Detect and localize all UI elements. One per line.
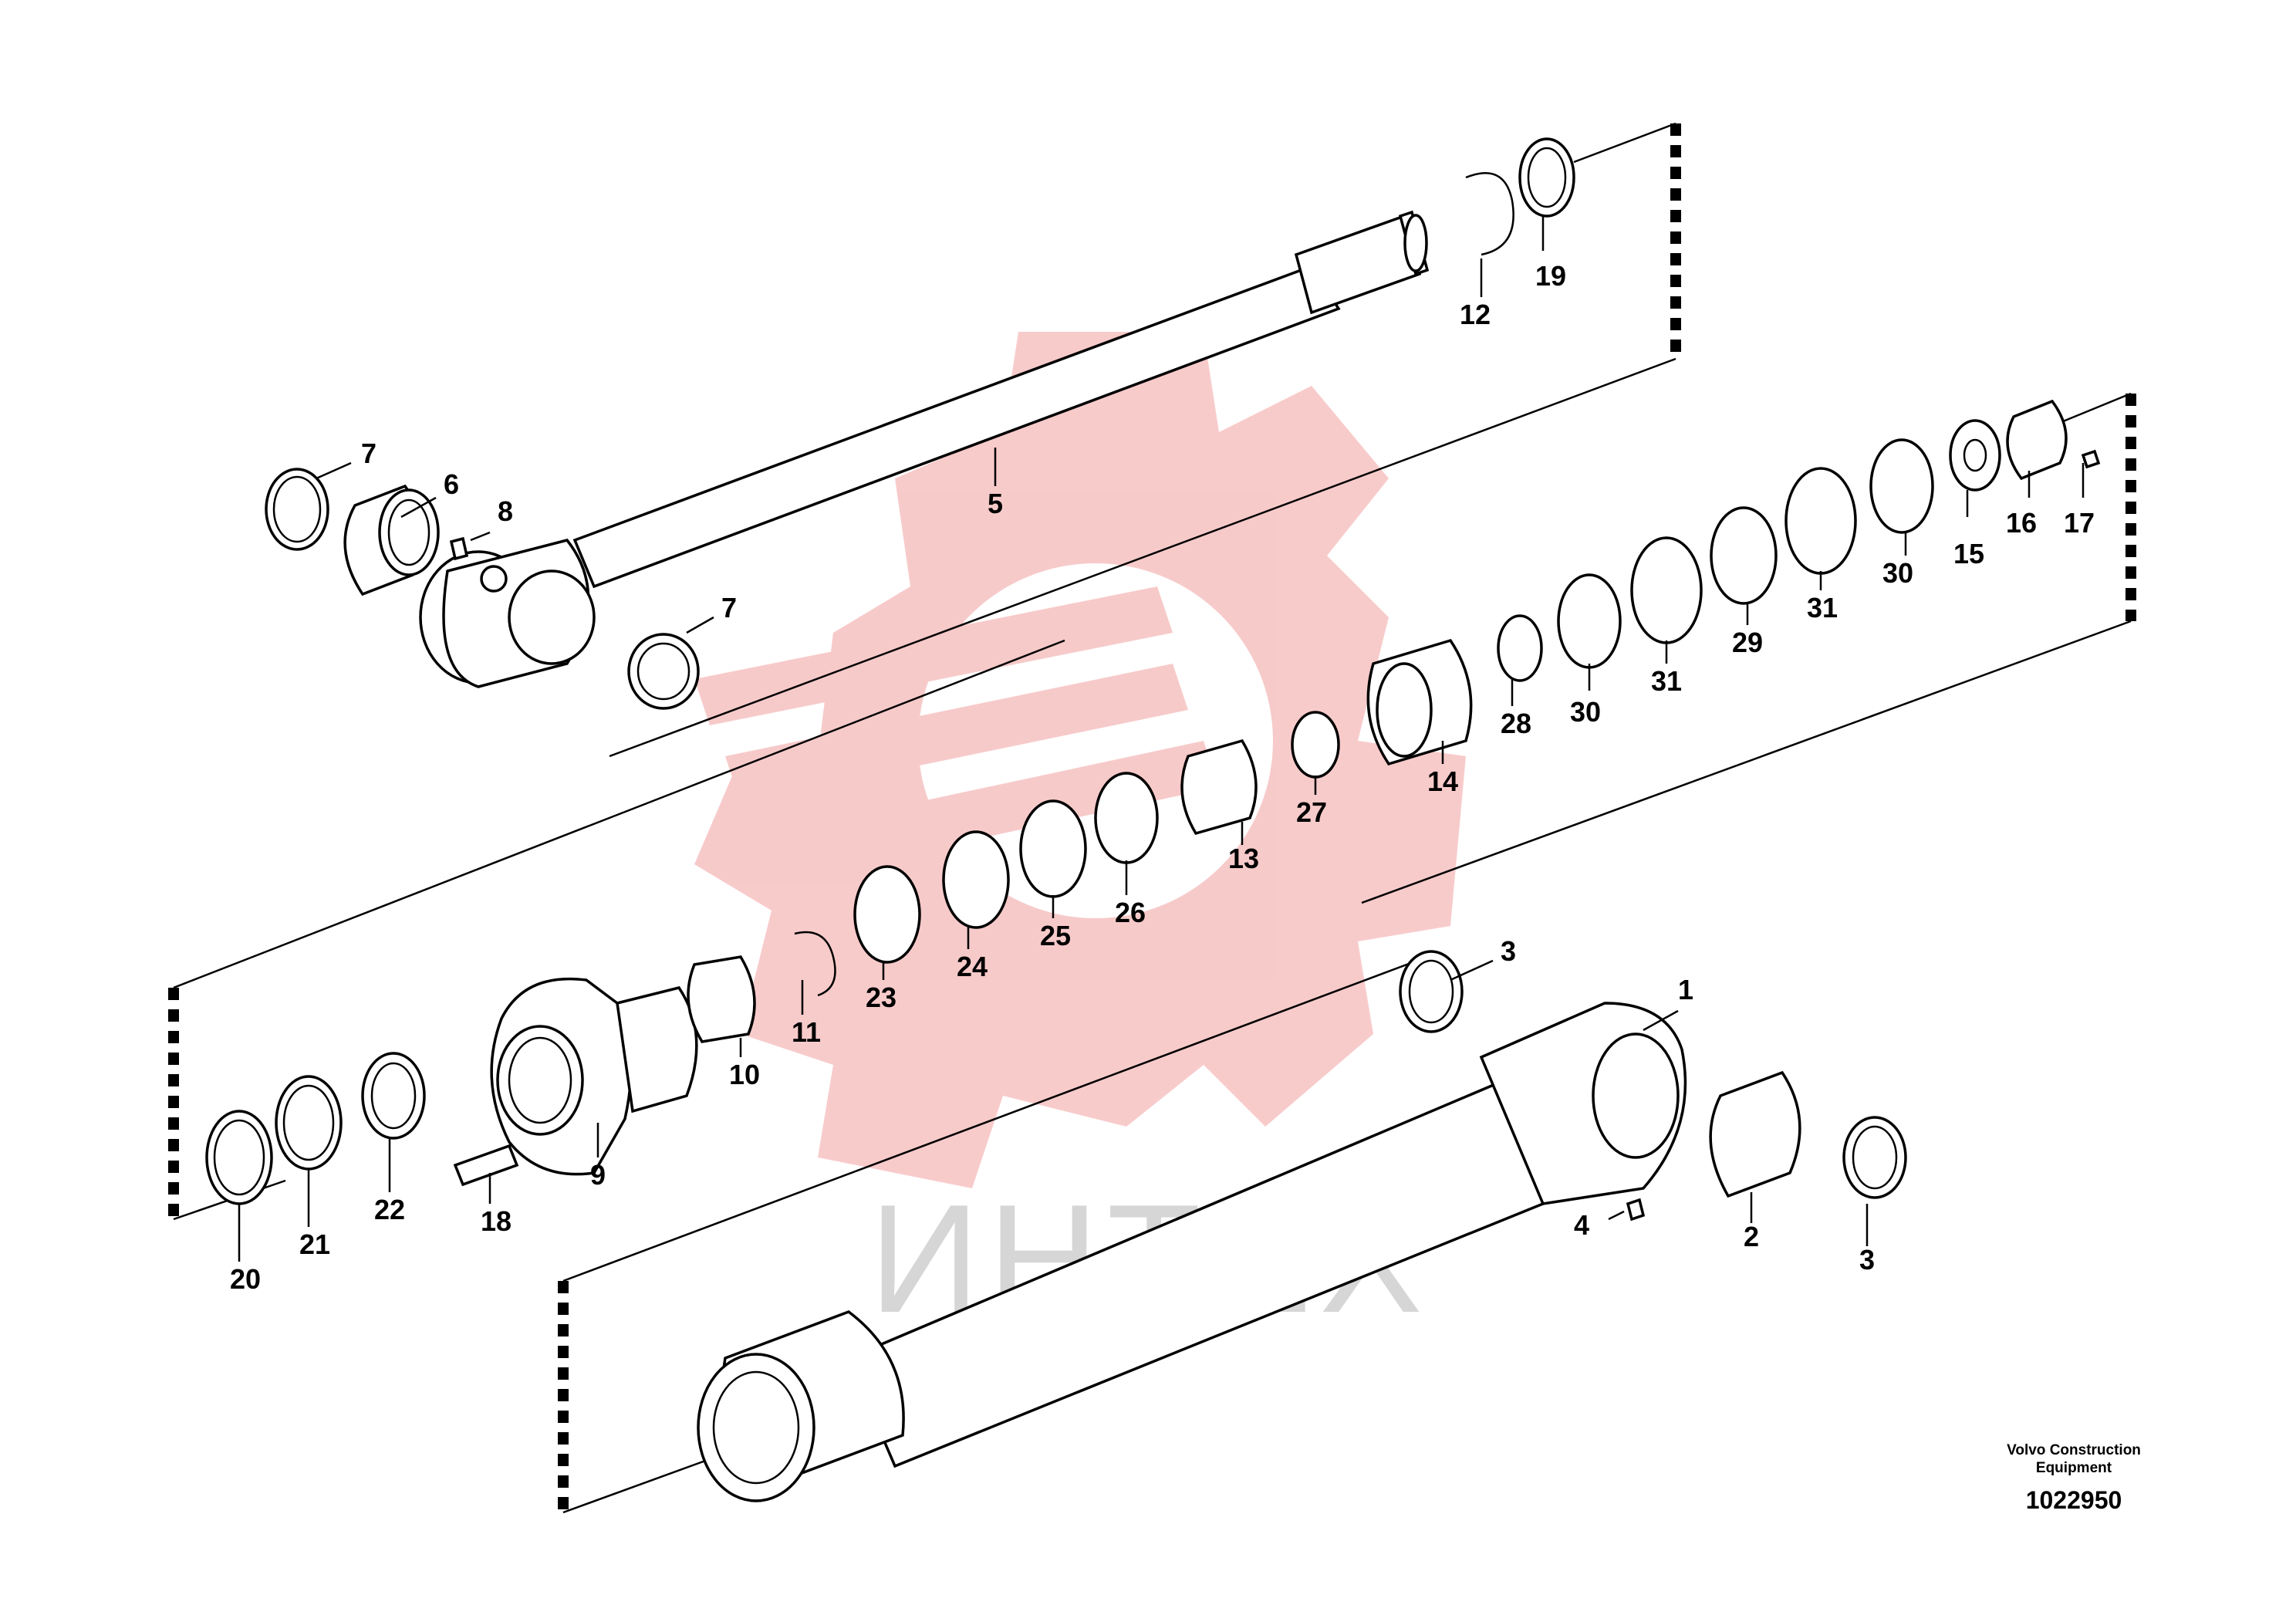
label-26: 26 [1115,897,1146,928]
dashed-frame [168,122,2136,1514]
ring-29 [1710,506,1778,605]
ring-23 [853,865,921,964]
washer-15 [1949,419,2001,492]
label-28: 28 [1501,708,1531,739]
bolt-18 [453,1144,519,1187]
nut-16 [2006,399,2068,481]
grease-nipple-4 [1626,1198,1646,1222]
ring-31a [1630,536,1703,644]
label-19: 19 [1535,260,1566,292]
ring-28 [1497,614,1543,682]
credit-block: Volvo Construction Equipment 1022950 [2007,1442,2141,1514]
cylinder-head-group [205,977,698,1205]
ring-31b [1784,467,1857,575]
ring-30a [1557,573,1622,669]
credit-line-1: Volvo Construction [2007,1442,2141,1458]
label-7-right: 7 [721,592,737,623]
rod-end-parts [265,468,700,710]
ring-26 [1094,772,1159,864]
label-15: 15 [1953,538,1984,569]
label-5: 5 [988,488,1003,519]
label-30-lower: 30 [1570,696,1601,728]
label-12: 12 [1460,299,1491,330]
label-4: 4 [1574,1209,1589,1241]
snap-ring-11 [794,931,836,997]
label-1: 1 [1678,974,1693,1005]
ring-24 [942,830,1010,929]
label-17: 17 [2064,507,2095,539]
label-10: 10 [729,1059,760,1090]
bushing-10 [687,955,756,1043]
label-8: 8 [498,495,513,527]
snap-ring-12 [1465,172,1514,256]
label-25: 25 [1040,920,1071,951]
piston-rod [419,210,1430,688]
grease-nipple-8 [449,536,469,561]
ring-27 [1291,711,1340,779]
label-7-left: 7 [361,438,376,469]
ring-30b [1869,438,1934,534]
label-6: 6 [444,468,459,500]
cylinder-tube [697,950,1907,1502]
label-31-lower: 31 [1651,665,1682,697]
set-screw-17 [2081,449,2101,469]
label-2: 2 [1744,1221,1759,1252]
ring-25 [1019,799,1087,898]
label-22: 22 [374,1194,405,1225]
label-9: 9 [590,1159,606,1191]
seal-ring-7-left [265,468,329,551]
label-30-upper: 30 [1882,557,1913,589]
rod-tip-parts [1465,137,1575,256]
seal-20 [205,1110,273,1205]
reference-number: 1022950 [2026,1486,2122,1514]
label-21: 21 [299,1228,330,1260]
part-labels: 1 2 3 3 4 5 6 7 7 8 9 10 11 12 13 14 15 … [230,260,2095,1295]
leader-lines [238,216,2085,1262]
credit-line-2: Equipment [2036,1460,2112,1476]
seal-ring-7-right [627,633,700,710]
label-20: 20 [230,1263,261,1295]
label-3-bottom: 3 [1859,1244,1875,1276]
cushion-13 [1180,738,1258,836]
label-24: 24 [957,951,988,982]
label-27: 27 [1296,796,1327,828]
label-16: 16 [2006,507,2037,539]
bushing-2 [1709,1070,1801,1198]
label-11: 11 [792,1016,821,1048]
label-23: 23 [866,982,896,1013]
label-18: 18 [481,1205,512,1237]
label-29: 29 [1732,627,1763,658]
label-3-top: 3 [1501,935,1516,967]
label-14: 14 [1427,765,1458,797]
seal-21 [275,1075,343,1171]
piston-assembly [687,399,2101,1043]
watermark-gear-logo [694,332,1466,1188]
label-31-upper: 31 [1807,592,1838,623]
label-13: 13 [1228,843,1259,874]
